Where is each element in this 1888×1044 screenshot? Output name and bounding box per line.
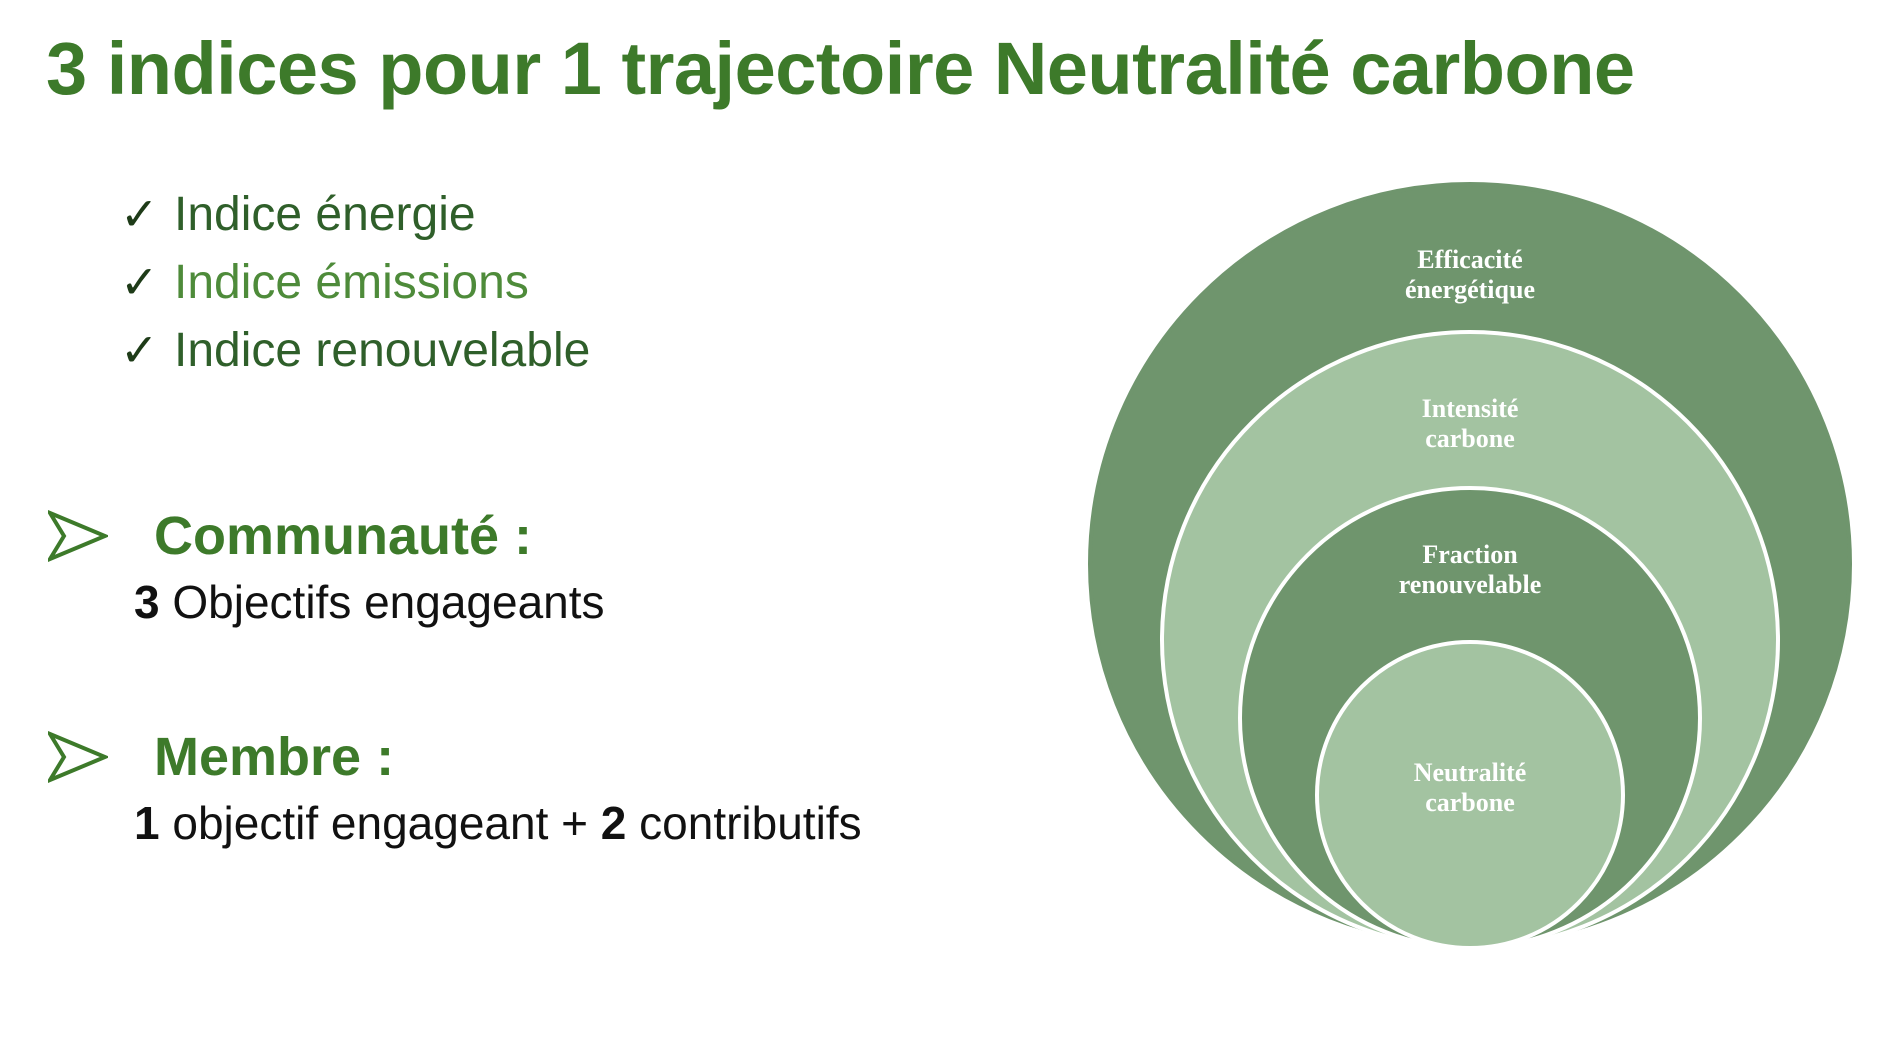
ring-label-line1: Fraction: [1422, 540, 1518, 569]
indices-checklist: ✓ Indice énergie ✓ Indice émissions ✓ In…: [120, 180, 590, 384]
community-objectives: 3 Objectifs engageants: [134, 572, 605, 632]
member-heading: Membre :: [154, 727, 395, 787]
ring-label-line1: Neutralité: [1414, 758, 1527, 787]
ring-label-line2: carbone: [1425, 788, 1515, 817]
indice-renouvelable-item: ✓ Indice renouvelable: [120, 316, 590, 384]
community-heading: Communauté :: [154, 506, 532, 566]
ring-label-line2: énergétique: [1405, 275, 1535, 304]
arrow-bullet-icon: [48, 731, 108, 783]
indice-emissions-item: ✓ Indice émissions: [120, 248, 590, 316]
indice-energie-item: ✓ Indice énergie: [120, 180, 590, 248]
ring-label-line2: renouvelable: [1399, 570, 1542, 599]
community-objectives-text: Objectifs engageants: [159, 576, 605, 628]
community-count: 3: [134, 576, 160, 628]
member-heading-row: Membre :: [48, 721, 862, 793]
ring-label-line1: Efficacité: [1417, 245, 1522, 274]
checkmark-icon: ✓: [120, 188, 159, 240]
arrow-bullet-icon: [48, 510, 108, 562]
member-text-contributifs: contributifs: [626, 797, 862, 849]
member-count-engageant: 1: [134, 797, 160, 849]
checkmark-icon: ✓: [120, 324, 159, 376]
ring-label-line1: Intensité: [1422, 394, 1519, 423]
community-heading-row: Communauté :: [48, 500, 605, 572]
indice-label: Indice énergie: [174, 187, 476, 241]
member-objectives: 1 objectif engageant + 2 contributifs: [134, 793, 862, 853]
member-section: Membre : 1 objectif engageant + 2 contri…: [48, 721, 862, 853]
page-title: 3 indices pour 1 trajectoire Neutralité …: [46, 27, 1635, 110]
nested-circles-diagram: Efficacité énergétique Intensité carbone…: [1088, 182, 1852, 950]
ring-neutralite-carbone: [1315, 640, 1625, 950]
checkmark-icon: ✓: [120, 256, 159, 308]
member-count-contributifs: 2: [600, 797, 627, 849]
community-section: Communauté : 3 Objectifs engageants: [48, 500, 605, 632]
member-text-engageant: objectif engageant +: [159, 797, 601, 849]
indice-label: Indice émissions: [174, 255, 529, 309]
indice-label: Indice renouvelable: [174, 323, 591, 377]
ring-label-line2: carbone: [1425, 424, 1515, 453]
